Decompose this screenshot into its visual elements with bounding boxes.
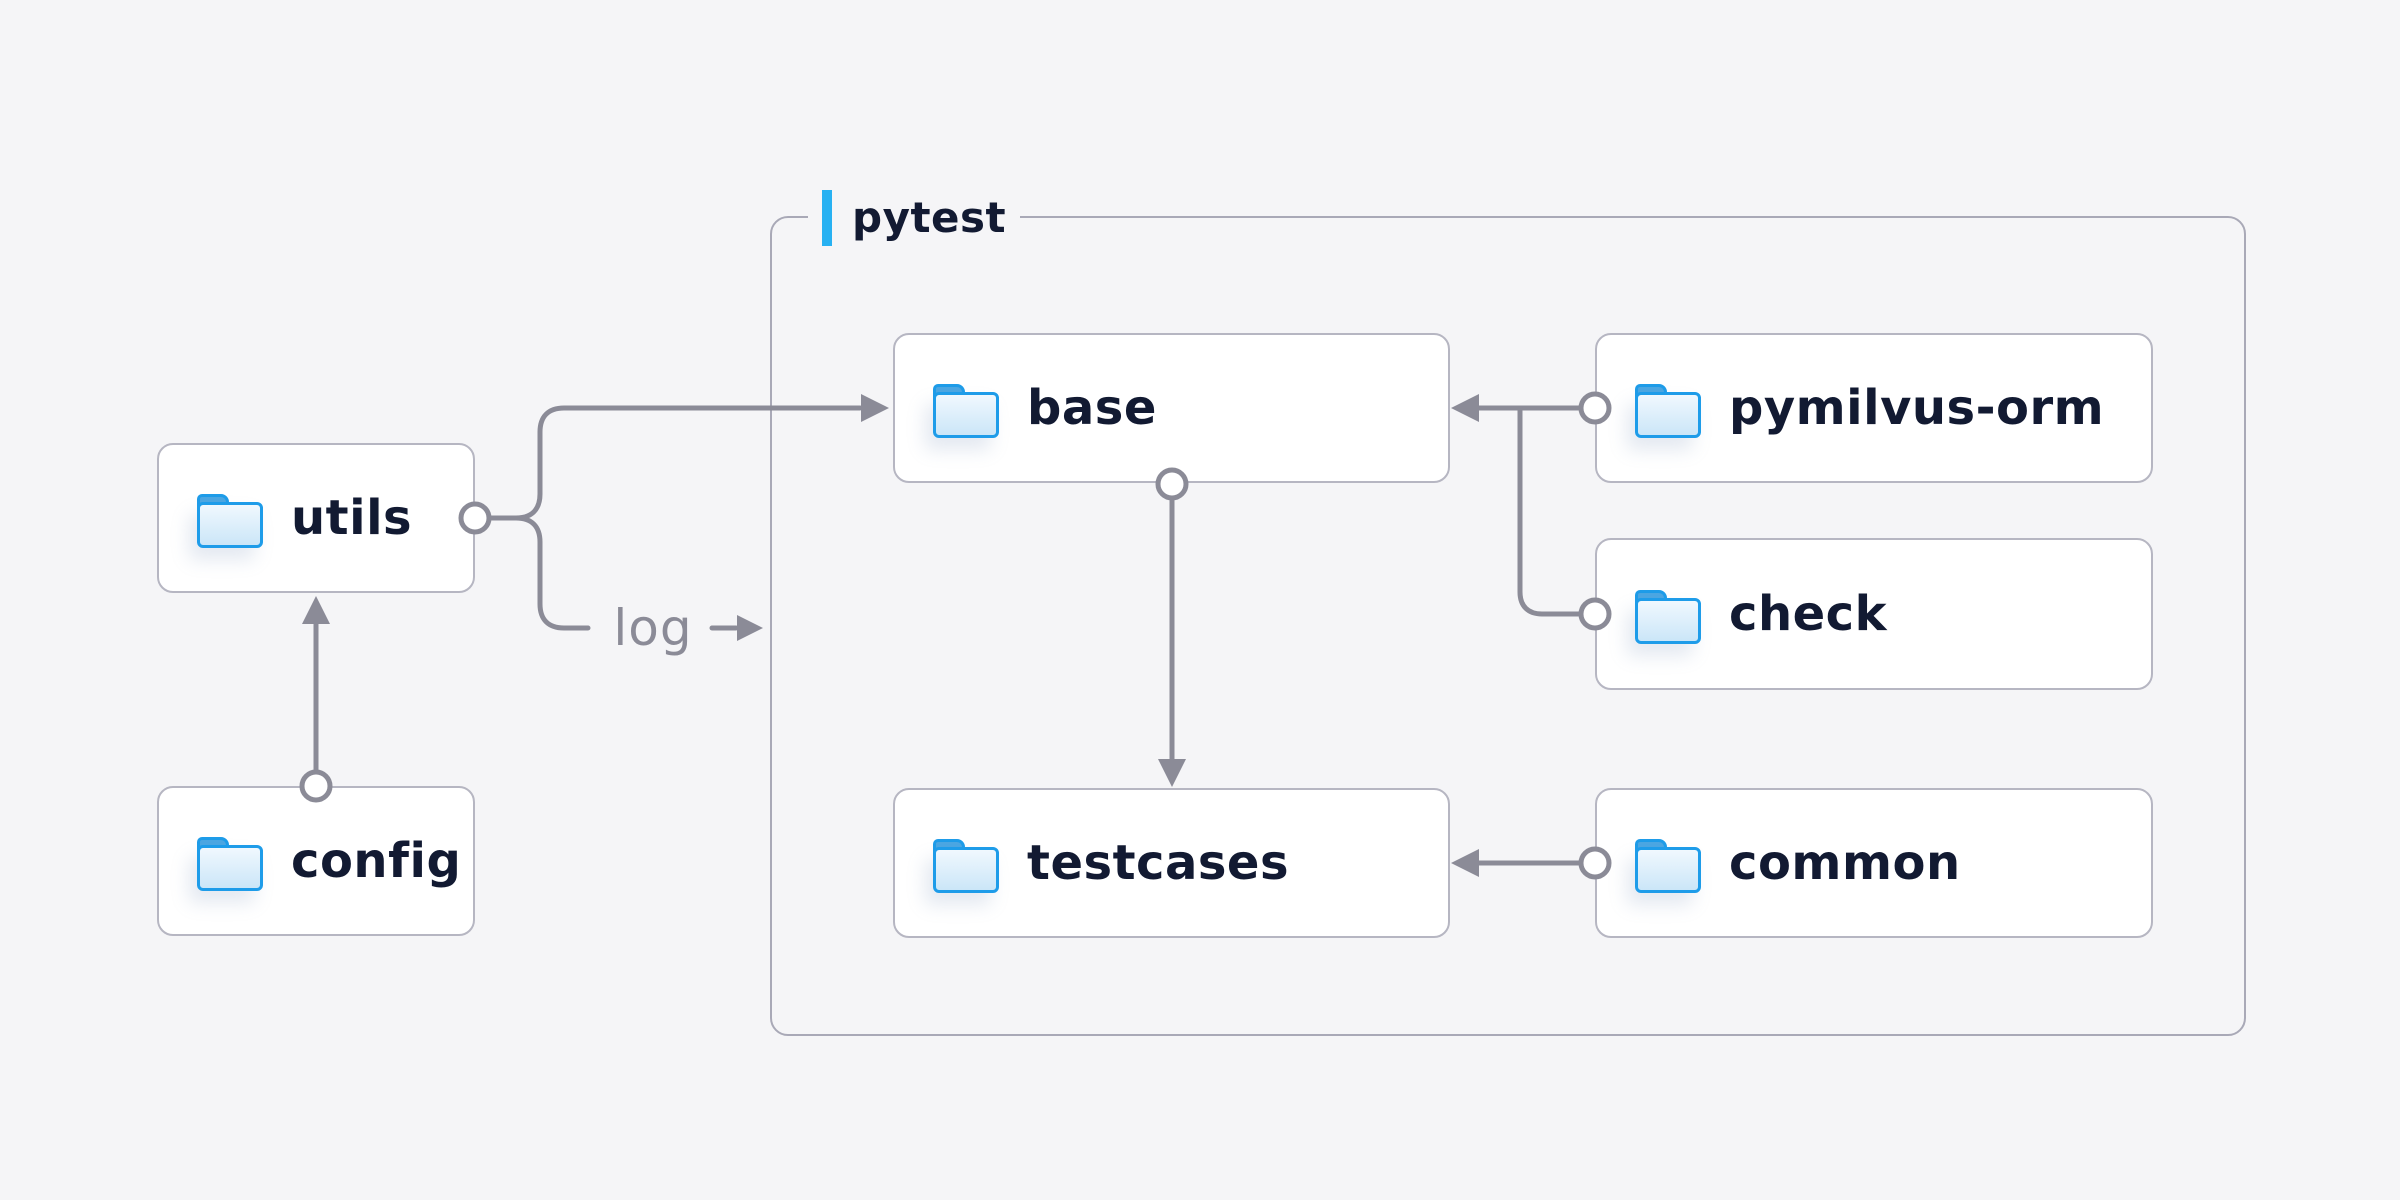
node-base: base: [893, 333, 1450, 483]
accent-bar-icon: [822, 190, 832, 246]
node-config: config: [157, 786, 475, 936]
folder-icon: [933, 378, 999, 438]
edge-config-utils: [299, 596, 333, 803]
node-utils: utils: [157, 443, 475, 593]
node-testcases: testcases: [893, 788, 1450, 938]
node-base-label: base: [1027, 380, 1157, 436]
node-common: common: [1595, 788, 2153, 938]
pytest-group: pytest: [770, 188, 2246, 1036]
arrowhead-up-icon: [302, 596, 330, 624]
node-pymilvus-orm-label: pymilvus-orm: [1729, 380, 2105, 436]
node-testcases-label: testcases: [1027, 835, 1290, 891]
pytest-group-title: pytest: [852, 193, 1007, 242]
node-pymilvus-orm: pymilvus-orm: [1595, 333, 2153, 483]
node-check: check: [1595, 538, 2153, 690]
node-utils-label: utils: [291, 490, 413, 546]
arrowhead-right-icon: [737, 615, 763, 641]
folder-icon: [1635, 378, 1701, 438]
edge-label-log: log: [613, 599, 693, 657]
node-check-label: check: [1729, 586, 1888, 642]
folder-icon: [933, 833, 999, 893]
folder-icon: [197, 488, 263, 548]
folder-icon: [197, 831, 263, 891]
node-common-label: common: [1729, 835, 1961, 891]
folder-icon: [1635, 833, 1701, 893]
node-config-label: config: [291, 833, 462, 889]
pytest-group-label: pytest: [808, 188, 1021, 248]
edge-line: [513, 515, 591, 631]
folder-icon: [1635, 584, 1701, 644]
